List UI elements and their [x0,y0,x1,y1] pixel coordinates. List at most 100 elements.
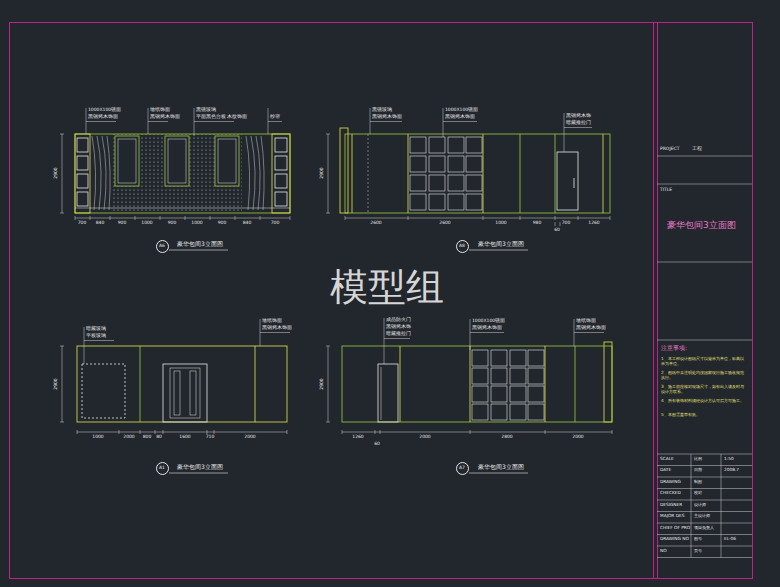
elevation-a7-part-part [491,404,507,420]
annotation-text: 豪华包间3立面图 [478,241,524,248]
annotation-text: 暗藏玻璃 [86,326,106,331]
dimension-text: 1600 [179,434,190,439]
elevation-a7-part [400,346,401,422]
annotation-text: 平面黑色台板 木纹饰面 [196,114,247,119]
dimension-lines-part [62,134,63,213]
elevation-a8-part [368,134,369,213]
annotation-text: 2008.7 [724,468,739,473]
annotation-text: 黑镜玻璃 [372,107,392,112]
elevation-a6-part [165,136,189,186]
elevation-a8-part-part [410,156,426,172]
title-block-grid-part [657,477,752,478]
annotation-text: 墙纸饰面 [262,318,282,323]
annotation-text: 黑镜玻璃 [196,107,216,112]
elevation-a8 [340,128,610,213]
annotation-text: 项目负责人 [694,526,714,531]
annotation-text: 豪华包间3立面图 [177,464,223,471]
annotation-text: 平板玻璃 [86,333,106,338]
annotation-text: SCALE [660,457,674,462]
dimension-lines-part [77,432,287,433]
dimension-text: 2900 [319,167,324,178]
annotation-text: 注意事项: [661,345,687,352]
annotation-text: DATE [660,468,671,473]
annotation-text: 设计师 [694,503,706,508]
elevation-a8-part [340,128,348,213]
view-callout-circle: A8 [456,240,469,253]
elevation-a6-part [168,139,186,183]
annotation-text: 黑钢烤木饰面 [445,114,475,119]
annotation-text: 黑钢烤木饰面 [262,325,292,330]
dimension-text: 710 [206,434,215,439]
title-block-grid-part [657,262,752,263]
dimension-text: 2600 [370,220,381,225]
annotation-text: 校对 [694,491,702,496]
elevation-a6-part [77,192,88,206]
annotation-text: TITLE [660,187,672,192]
annotation-text: 黑钢烤木饰面 [150,114,180,119]
annotation-text: 1000X100镜面 [88,107,121,112]
elevation-a8-part-part [466,137,482,153]
elevation-a6-part [112,134,242,213]
dimension-text: 2800 [501,434,512,439]
title-block-grid-part [657,534,752,535]
elevation-a6 [75,134,290,213]
annotation-text: NO [660,549,667,554]
elevation-a1-part [77,346,287,422]
annotation-text: 工程 [692,146,702,151]
elevation-a8-part-part [429,175,445,191]
dimension-lines-part [342,432,612,433]
elevation-a6-part [75,134,290,213]
dimension-text: 1000 [495,220,506,225]
elevation-a8-part-part [429,137,445,153]
elevation-a8-part [603,134,604,213]
dimension-text: 700 [562,220,571,225]
annotation-text: 比例 [694,457,702,462]
elevation-a7-part-part [491,368,507,384]
leader-lines-part [86,108,282,136]
title-block-grid-part [657,557,752,558]
annotation-text: 3、施工前应核对现场尺寸，如有出入请及时与设计方联系。 [661,385,747,395]
elevation-a1-part [140,346,141,422]
dimension-lines-part [62,346,63,422]
elevation-a8-part [483,134,484,213]
elevation-a7 [342,342,612,422]
elevation-a7-part-part [491,386,507,402]
annotation-text: 豪华包间3立面图 [667,220,736,230]
dimension-text: 900 [168,220,177,225]
elevation-a7-part [378,364,398,422]
title-block-grid-part [657,454,752,455]
elevation-a1-part [174,371,180,415]
elevation-a6-part [275,156,287,170]
elevation-a7-part-part [528,386,544,402]
elevation-a7-part-part [510,404,526,420]
annotation-text: 制图 [694,480,702,485]
elevation-a6-part [275,192,287,206]
annotation-text: 墙纸饰面 [576,318,596,323]
elevation-a8-part-part [410,194,426,210]
dimension-lines-part [328,134,329,213]
leader-lines [84,108,604,364]
elevation-a7-part-part [528,404,544,420]
leader-lines-part [384,318,604,364]
title-block-grid-part [657,488,752,489]
annotation-text: 主设计师 [694,514,710,519]
annotation-text: PROJECT [660,146,679,151]
view-callout-circle: A7 [456,462,469,475]
elevation-a7-part-part [472,404,488,420]
elevation-a7-part [472,350,544,420]
view-callout-circle: A6 [156,240,169,253]
annotation-text: DRAWING NO [660,537,689,542]
dimension-text: 840 [96,220,105,225]
dimension-text: 2900 [319,378,324,389]
dimension-lines-part [328,346,329,422]
elevation-a8-part [345,134,610,213]
title-block-grid [657,156,752,558]
caption-underlines-part [169,473,228,474]
elevation-a1-part [255,346,256,422]
elevation-a6-part [215,136,239,186]
annotation-text: 墙纸饰面 [150,107,170,112]
dimension-text: 2600 [439,220,450,225]
sheet-frame-part [10,23,753,579]
title-block-grid-part [657,184,752,185]
